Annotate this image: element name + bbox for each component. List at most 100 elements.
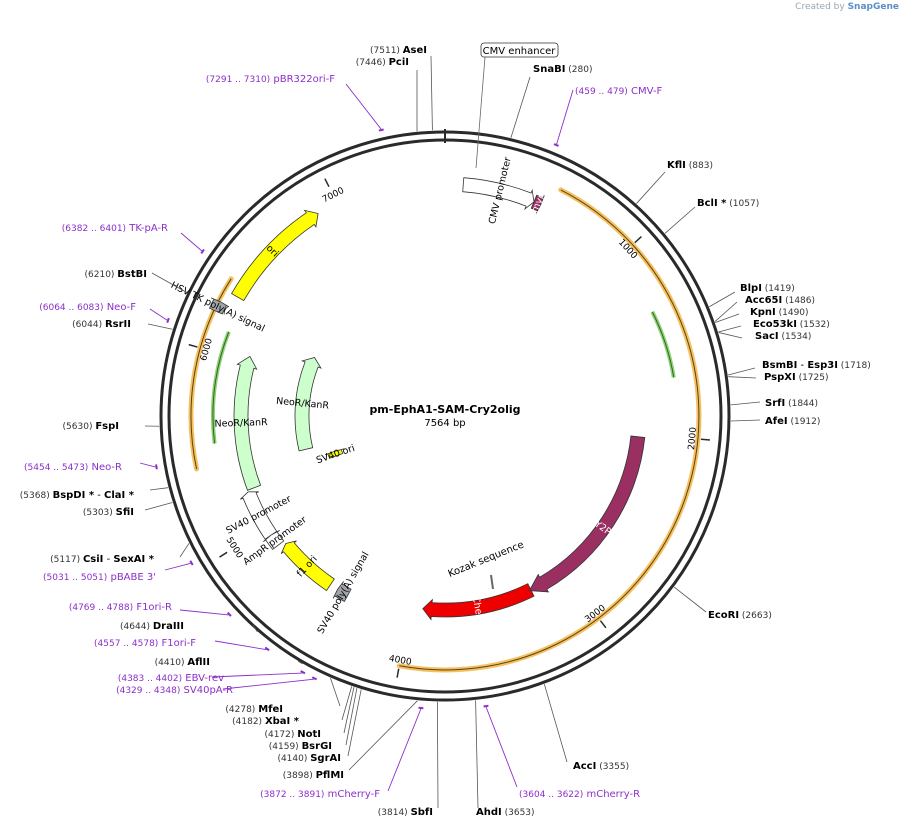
site-pos: (1725)	[796, 373, 829, 383]
primer-label-mcherry-r[interactable]: (3604 .. 3622) mCherry-R	[519, 789, 640, 800]
primer-leader	[164, 562, 191, 571]
site-name: AfeI	[765, 416, 788, 427]
site-leader	[673, 586, 707, 613]
primer-name: pBABE 3'	[110, 572, 156, 583]
site-label-rsrii[interactable]: (6044) RsrII	[72, 319, 131, 330]
cmv-enhancer-box[interactable]	[480, 42, 559, 58]
site-label-blpi[interactable]: BlpI (1419)	[740, 283, 795, 294]
site-pos: (7511)	[370, 46, 403, 56]
primer-label-mcherry-f[interactable]: (3872 .. 3891) mCherry-F	[260, 789, 380, 800]
site-label-saci[interactable]: SacI (1534)	[755, 331, 811, 342]
site-label-bspdi[interactable]: (5368) BspDI * - ClaI *	[20, 490, 135, 501]
site-label-sfii[interactable]: (5303) SfiI	[83, 507, 134, 518]
site-star: *	[145, 554, 154, 565]
primer-label-tk-pa-r[interactable]: (6382 .. 6401) TK-pA-R	[62, 223, 168, 234]
primer-label-f1ori-f[interactable]: (4557 .. 4578) F1ori-F	[94, 638, 196, 649]
feature-myr[interactable]	[530, 194, 545, 214]
site-name: SgrAI	[310, 753, 341, 764]
primer-label-neo-f[interactable]: (6064 .. 6083) Neo-F	[39, 302, 136, 313]
site-label-bstbi[interactable]: (6210) BstBI	[85, 269, 148, 280]
feature-cmv-promoter[interactable]	[462, 177, 535, 211]
site-label-pflmi[interactable]: (3898) PflMI	[283, 770, 344, 781]
primer-mark	[300, 670, 306, 675]
site-label-sbfi[interactable]: (3814) SbfI	[378, 807, 433, 818]
site-label-afei[interactable]: AfeI (1912)	[765, 416, 820, 427]
site-label-draiii[interactable]: (4644) DraIII	[120, 621, 184, 632]
primer-leader	[556, 89, 574, 145]
feature-mcherry[interactable]	[422, 583, 535, 621]
site-label-ahdi[interactable]: AhdI (3653)	[476, 807, 535, 818]
site-label-mfei[interactable]: (4278) MfeI	[225, 704, 283, 715]
feature-hsv-tk-poly-a-signal[interactable]	[208, 297, 230, 315]
site-pos: (7446)	[356, 58, 389, 68]
primer-name: SV40pA-R	[184, 685, 233, 696]
site-name: BlpI	[740, 283, 762, 294]
site-pos: (4410)	[155, 658, 188, 668]
primer-label-f1ori-r[interactable]: (4769 .. 4788) F1ori-R	[69, 602, 172, 613]
primer-name: EBV-rev	[185, 673, 224, 684]
site-leader	[709, 291, 736, 308]
snapgene-credit: Created by SnapGene	[795, 2, 899, 12]
site-label-kfli[interactable]: KflI (883)	[667, 160, 713, 171]
site-label-asei[interactable]: (7511) AseI	[370, 45, 427, 56]
primer-label-ebv-rev[interactable]: (4383 .. 4402) EBV-rev	[118, 673, 224, 684]
site-label-eco53ki[interactable]: Eco53kI (1532)	[753, 319, 830, 330]
site-label-bsmbi[interactable]: BsmBI - Esp3I (1718)	[762, 360, 871, 371]
site-pos: (4159)	[269, 742, 302, 752]
feature-label: NeoR/KanR	[214, 417, 268, 430]
feature-neor-kanr-right[interactable]	[233, 355, 262, 491]
primer-label-pbabe-3-[interactable]: (5031 .. 5051) pBABE 3'	[43, 572, 156, 583]
site-label-snabi[interactable]: SnaBI (280)	[533, 64, 592, 75]
feature-sv40-ori[interactable]	[324, 448, 345, 459]
labels-layer: CMV enhancer(7511) AseI(7446) PciISnaBI …	[20, 42, 871, 818]
site-name: SfiI	[116, 507, 134, 518]
primer-label-neo-r[interactable]: (5454 .. 5473) Neo-R	[24, 462, 122, 473]
site-leader	[664, 206, 696, 234]
primer-name: Neo-R	[92, 462, 123, 473]
site-label-noti[interactable]: (4172) NotI	[264, 729, 321, 740]
primer-mark	[166, 317, 170, 324]
site-label-sgrai[interactable]: (4140) SgrAI	[277, 753, 341, 764]
site-leader	[730, 401, 761, 406]
site-label-srfi[interactable]: SrfI (1844)	[765, 398, 818, 409]
primer-range: (7291 .. 7310)	[206, 75, 270, 85]
feature-cry2phr[interactable]	[528, 435, 646, 593]
site-label-xbai[interactable]: (4182) XbaI *	[232, 716, 300, 727]
site-label-kpni[interactable]: KpnI (1490)	[750, 307, 809, 318]
site-label-csii[interactable]: (5117) CsiI - SexAI *	[50, 554, 155, 565]
primer-label-cmv-f[interactable]: (459 .. 479) CMV-F	[575, 86, 662, 97]
site-label-bcli[interactable]: BclI * (1057)	[697, 198, 759, 209]
feature-f1-ori[interactable]	[280, 540, 335, 592]
site-name: Esp3I	[807, 360, 838, 371]
site-label-aflii[interactable]: (4410) AflII	[155, 657, 210, 668]
site-label-acc65i[interactable]: Acc65I (1486)	[745, 295, 815, 306]
primer-range: (4329 .. 4348)	[116, 686, 180, 696]
primer-mark	[189, 560, 194, 566]
primer-label-pbr322ori-f[interactable]: (7291 .. 7310) pBR322ori-F	[206, 74, 335, 85]
site-pos: (883)	[686, 161, 713, 171]
tick-label: 4000	[388, 654, 413, 668]
tick-mark	[599, 620, 607, 629]
site-pos: (1534)	[779, 332, 812, 342]
site-name: EcoRI	[708, 610, 739, 621]
site-pos: (4278)	[225, 705, 258, 715]
site-label-acci[interactable]: AccI (3355)	[573, 761, 629, 772]
feature-sv40-poly-a-signal[interactable]	[332, 581, 352, 603]
site-dash: -	[797, 360, 807, 371]
site-pos: (1057)	[726, 199, 759, 209]
feature-sv40-promoter[interactable]	[240, 491, 278, 540]
site-label-bsrgi[interactable]: (4159) BsrGI	[269, 741, 332, 752]
feature-neor-kanr-inner[interactable]	[294, 357, 322, 452]
site-leader	[430, 55, 433, 131]
site-dash: -	[103, 554, 113, 565]
primer-mark	[155, 464, 158, 470]
primer-mark	[226, 611, 232, 617]
site-label-pcii[interactable]: (7446) PciI	[356, 57, 409, 68]
feature-ampr-promoter[interactable]	[263, 530, 285, 550]
feature-ori[interactable]	[231, 209, 319, 302]
primer-label-sv40pa-r[interactable]: (4329 .. 4348) SV40pA-R	[116, 685, 233, 696]
site-label-fspi[interactable]: (5630) FspI	[63, 421, 119, 432]
site-label-pspxi[interactable]: PspXI (1725)	[764, 372, 829, 383]
site-label-ecori[interactable]: EcoRI (2663)	[708, 610, 772, 621]
tick-label: 5000	[224, 536, 245, 561]
